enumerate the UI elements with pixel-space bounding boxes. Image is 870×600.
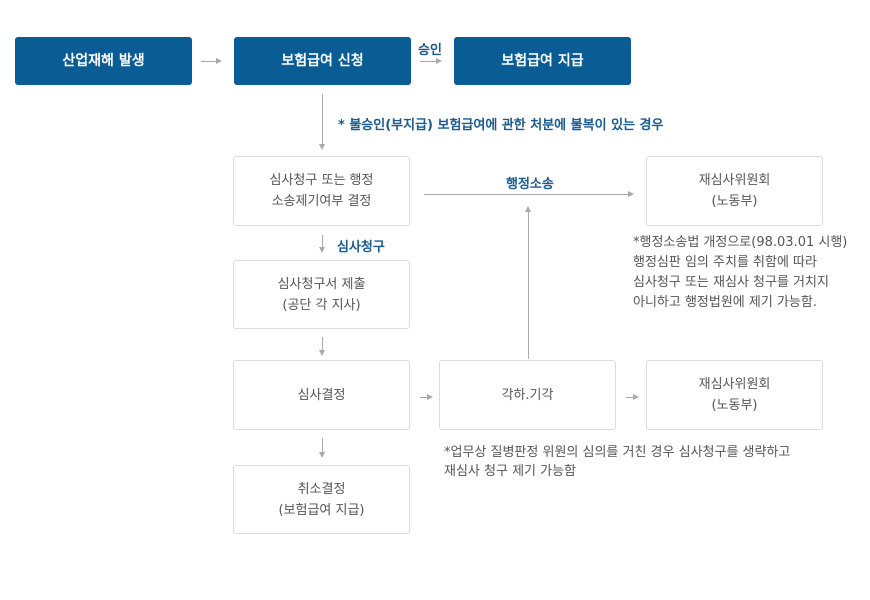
box-dismiss: 각하.기각 — [439, 360, 616, 430]
arrow-head-7 — [427, 394, 433, 400]
arrow-line-4 — [424, 194, 628, 195]
box-committee-top-line2: (노동부) — [711, 194, 758, 209]
box-submit-line1: 심사청구서 제출 — [277, 276, 366, 292]
box-cancel: 취소결정 (보험급여 지급) — [233, 465, 410, 534]
box-decide: 심사청구 또는 행정 소송제기여부 결정 — [233, 156, 410, 226]
arrow-line-8 — [528, 212, 529, 359]
arrow-head-4 — [628, 191, 634, 197]
arrow-head-8 — [525, 206, 531, 212]
admin-suit-label: 행정소송 — [506, 177, 554, 192]
arrow-line-2 — [420, 61, 436, 62]
occupational-note: *업무상 질병판정 위원의 심의를 거친 경우 심사청구를 생략하고 재심사 청… — [444, 443, 790, 481]
box-committee-bottom: 재심사위원회 (노동부) — [646, 360, 823, 430]
reform-note-line4: 아니하고 행정법원에 제기 가능함. — [633, 295, 817, 310]
arrow-head-9 — [633, 394, 639, 400]
box-benefit-claim-label: 보험급여 신청 — [281, 52, 364, 69]
arrow-head-5 — [319, 247, 325, 253]
arrow-head-1 — [216, 58, 222, 64]
arrow-line-7 — [420, 397, 427, 398]
box-committee-top: 재심사위원회 (노동부) — [646, 156, 823, 226]
arrow-line-3 — [322, 94, 323, 144]
arrow-line-1 — [201, 61, 216, 62]
arrow-line-6 — [322, 337, 323, 350]
box-industrial-accident: 산업재해 발생 — [15, 37, 192, 85]
box-review-decision-label: 심사결정 — [297, 387, 346, 403]
box-committee-bottom-line1: 재심사위원회 — [698, 377, 771, 392]
box-industrial-accident-label: 산업재해 발생 — [62, 52, 145, 69]
box-cancel-line1: 취소결정 — [297, 481, 346, 497]
box-review-decision: 심사결정 — [233, 360, 410, 430]
box-submit: 심사청구서 제출 (공단 각 지사) — [233, 260, 410, 329]
box-committee-bottom-line2: (노동부) — [711, 398, 758, 413]
occupational-note-line2: 재심사 청구 제기 가능함 — [444, 464, 576, 479]
box-committee-top-line1: 재심사위원회 — [698, 173, 771, 188]
reform-note: *행정소송법 개정으로(98.03.01 시행) 행정심판 임의 주치를 취함에… — [633, 233, 847, 313]
box-dismiss-label: 각하.기각 — [501, 387, 554, 403]
arrow-head-2 — [436, 58, 442, 64]
approval-label: 승인 — [418, 43, 442, 58]
arrow-line-5 — [322, 235, 323, 247]
box-benefit-payment-label: 보험급여 지급 — [501, 52, 584, 69]
arrow-head-10 — [319, 452, 325, 458]
reform-note-line1: *행정소송법 개정으로(98.03.01 시행) — [633, 235, 848, 250]
box-benefit-claim: 보험급여 신청 — [234, 37, 411, 85]
box-submit-line2: (공단 각 지사) — [282, 297, 361, 313]
arrow-head-3 — [319, 144, 325, 150]
occupational-note-line1: *업무상 질병판정 위원의 심의를 거친 경우 심사청구를 생략하고 — [444, 445, 791, 460]
reform-note-line2: 행정심판 임의 주치를 취함에 따라 — [633, 255, 817, 270]
review-request-label: 심사청구 — [337, 240, 385, 255]
reform-note-line3: 심사청구 또는 재심사 청구를 거치지 — [633, 275, 829, 290]
condition-note: * 불승인(부지급) 보험급여에 관한 처분에 불복이 있는 경우 — [338, 118, 664, 133]
arrow-line-10 — [322, 438, 323, 452]
box-cancel-line2: (보험급여 지급) — [278, 502, 365, 518]
arrow-head-6 — [319, 350, 325, 356]
box-decide-line2: 소송제기여부 결정 — [271, 194, 372, 209]
box-decide-line1: 심사청구 또는 행정 — [269, 173, 374, 188]
arrow-line-9 — [626, 397, 633, 398]
box-benefit-payment: 보험급여 지급 — [454, 37, 631, 85]
